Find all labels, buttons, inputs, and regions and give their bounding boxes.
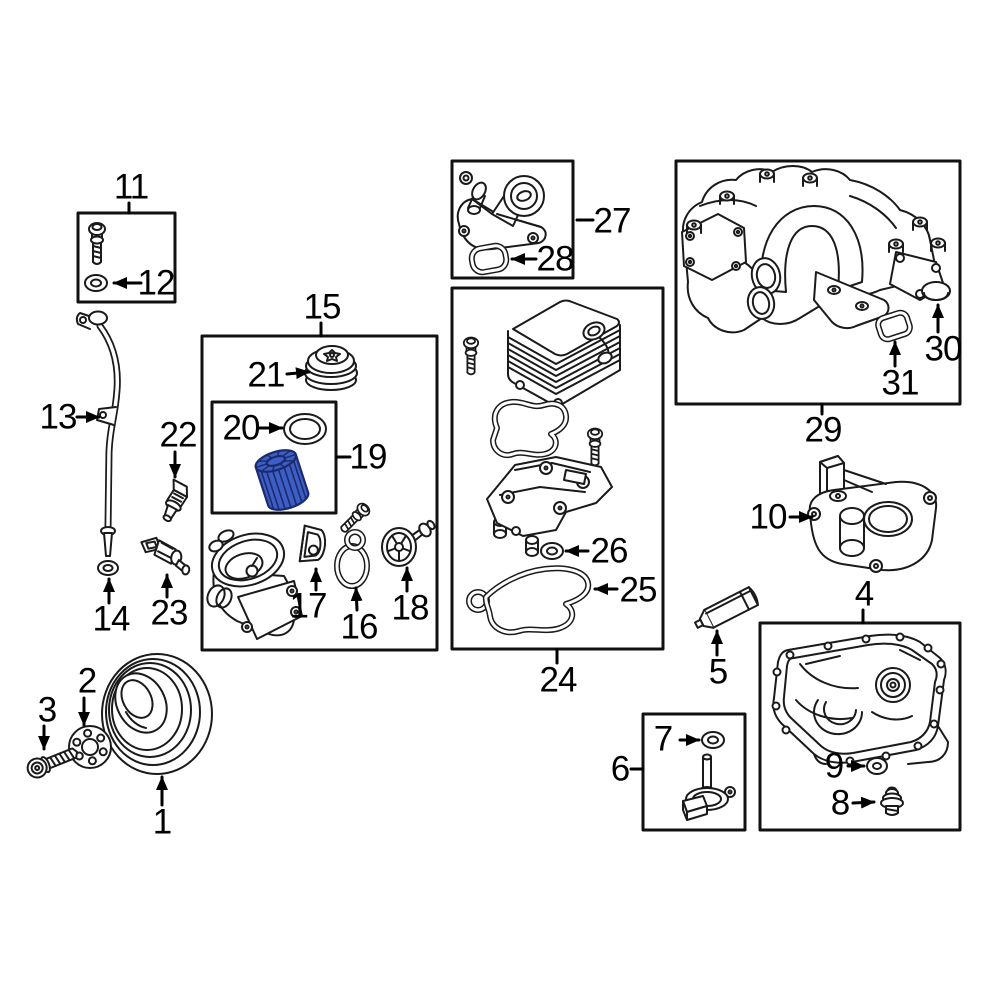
- callout-24: 24: [539, 660, 578, 700]
- part-12-seal: [84, 274, 108, 292]
- callout-17: 17: [289, 586, 328, 626]
- manifold-bolt-towers: [686, 168, 946, 253]
- callout-5: 5: [708, 652, 728, 692]
- part-5-sealant-tube: [693, 586, 759, 629]
- arrow-21: [285, 367, 311, 380]
- callout-18: 18: [391, 588, 430, 628]
- callout-23: 23: [150, 593, 189, 633]
- callout-10: 10: [749, 497, 788, 537]
- box-6: [641, 712, 747, 832]
- callout-20: 20: [222, 408, 261, 448]
- callout-27: 27: [593, 201, 632, 241]
- part-24-adapter-plate: [486, 456, 613, 557]
- part-2-washer: [68, 725, 112, 769]
- part-16-gasket: [334, 529, 370, 589]
- part-8-drain-plug: [880, 786, 904, 816]
- callout-31: 31: [881, 363, 920, 403]
- callout-12: 12: [137, 263, 176, 303]
- part-24-oil-cooler: [507, 299, 621, 408]
- part-21-filter-cap: [304, 345, 358, 391]
- arrow-8: [851, 796, 876, 809]
- arrow-16: [350, 586, 363, 612]
- callout-16: 16: [340, 607, 379, 647]
- callout-13: 13: [39, 397, 78, 437]
- callout-9: 9: [824, 746, 844, 786]
- part-18-thermostat: [381, 519, 436, 567]
- part-15-filter-housing: [206, 529, 303, 640]
- callout-15: 15: [303, 287, 342, 327]
- callout-4: 4: [854, 574, 874, 614]
- label-ticks: [127, 201, 865, 771]
- part-24-gasket-upper: [490, 398, 570, 458]
- callout-11: 11: [113, 167, 149, 207]
- part-17-gasket: [298, 524, 327, 563]
- callout-7: 7: [653, 719, 673, 759]
- callout-30: 30: [924, 329, 963, 369]
- part-3-bolt: [26, 747, 79, 779]
- leader-arrows: [38, 253, 944, 809]
- part-23-sensor: [140, 536, 191, 576]
- part-20-o-ring: [283, 413, 327, 445]
- part-22-sensor: [162, 478, 188, 523]
- part-25-gasket: [466, 565, 592, 636]
- callout-14: 14: [92, 599, 131, 639]
- part-6-oil-level-sensor: [682, 753, 736, 821]
- part-4-oil-pan: [771, 632, 949, 766]
- part-31-gasket: [875, 309, 913, 343]
- part-29-intake-manifold: [681, 165, 946, 334]
- part-7-seal: [701, 731, 725, 749]
- callout-6: 6: [610, 749, 630, 789]
- callout-1: 1: [152, 802, 172, 842]
- part-19-oil-filter-element: [254, 449, 310, 511]
- callout-21: 21: [247, 355, 286, 395]
- callout-2: 2: [77, 661, 97, 701]
- part-9-seal: [866, 757, 888, 775]
- callout-22: 22: [159, 415, 198, 455]
- callout-8: 8: [830, 783, 850, 823]
- part-30-seal: [921, 281, 951, 301]
- part-13-dipstick-tube: [75, 310, 121, 557]
- callout-26: 26: [590, 531, 629, 571]
- part-1-crankshaft-pulley: [101, 653, 213, 775]
- callout-3: 3: [37, 690, 57, 730]
- part-10-support-bracket: [807, 455, 938, 573]
- part-26-seal: [540, 542, 564, 560]
- callout-25: 25: [619, 570, 658, 610]
- part-28-gasket: [468, 242, 510, 276]
- callout-29: 29: [804, 410, 843, 450]
- part-14-seal: [97, 560, 119, 576]
- callout-19: 19: [349, 437, 388, 477]
- part-27-bracket: [456, 171, 547, 251]
- callout-28: 28: [536, 239, 575, 279]
